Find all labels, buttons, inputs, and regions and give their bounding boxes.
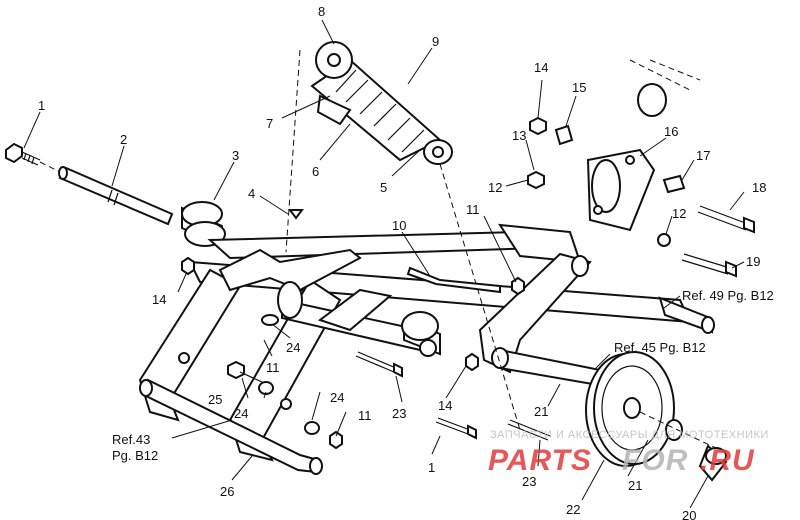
callout-16: 16 bbox=[664, 124, 678, 139]
ref-49: Ref. 49 Pg. B12 bbox=[682, 288, 774, 303]
callout-14-top: 14 bbox=[534, 60, 548, 75]
watermark: ЗАПЧАСТИ И АКСЕССУАРЫ ДЛЯ МОТОТЕХНИКИ PA… bbox=[488, 429, 769, 477]
callout-18: 18 bbox=[752, 180, 766, 195]
axis-line-top bbox=[39, 161, 61, 173]
callout-6: 6 bbox=[312, 164, 319, 179]
callout-20: 20 bbox=[682, 508, 696, 520]
bracket-16 bbox=[586, 148, 656, 232]
callout-13: 13 bbox=[512, 128, 526, 143]
washer-12 bbox=[657, 233, 671, 247]
callout-11-mid: 11 bbox=[266, 360, 280, 375]
callout-7: 7 bbox=[266, 116, 273, 131]
callout-24-right: 24 bbox=[330, 390, 344, 405]
callout-11-low: 11 bbox=[358, 408, 372, 423]
callout-14-left: 14 bbox=[152, 292, 166, 307]
axis-line-shock-right bbox=[439, 163, 521, 431]
callout-1-top: 1 bbox=[38, 98, 45, 113]
callout-4: 4 bbox=[248, 186, 255, 201]
callout-10: 10 bbox=[392, 218, 406, 233]
center-bracket bbox=[218, 248, 421, 352]
bushing-15 bbox=[554, 124, 574, 146]
callout-14-low: 14 bbox=[438, 398, 452, 413]
axis-line-wheel bbox=[639, 411, 721, 451]
callout-19: 19 bbox=[746, 254, 760, 269]
bolt-1-top bbox=[5, 142, 41, 166]
ref-43-line1: Ref.43 bbox=[112, 432, 150, 447]
callout-5: 5 bbox=[380, 180, 387, 195]
nuts-and-washers bbox=[181, 209, 525, 450]
bolt-19 bbox=[681, 253, 737, 278]
callout-11-top: 11 bbox=[466, 202, 480, 217]
watermark-brand-parts: PARTS bbox=[488, 444, 592, 477]
callout-labels: 1 2 3 4 5 6 7 8 9 10 11 11 11 12 12 13 1… bbox=[38, 4, 766, 520]
washer-21 bbox=[665, 419, 683, 441]
bolt-18 bbox=[697, 205, 755, 234]
callout-17: 17 bbox=[696, 148, 710, 163]
callout-12-right: 12 bbox=[672, 206, 686, 221]
callout-2: 2 bbox=[120, 132, 127, 147]
callout-12-left: 12 bbox=[488, 180, 502, 195]
frame-stub bbox=[637, 83, 667, 117]
callout-25: 25 bbox=[208, 392, 222, 407]
callout-24-left: 24 bbox=[234, 406, 248, 421]
bolt-23-left bbox=[355, 351, 403, 378]
bolt-1-bottom bbox=[435, 417, 477, 440]
axis-line-shock-left bbox=[285, 49, 301, 253]
bushing-17 bbox=[662, 174, 686, 194]
ref-43-line2: Pg. B12 bbox=[112, 448, 158, 463]
nut-13-14 bbox=[527, 116, 547, 190]
shaft-2 bbox=[58, 166, 174, 226]
leader-lines bbox=[23, 19, 745, 509]
spacer-sleeve bbox=[401, 311, 441, 357]
ref-45: Ref. 45 Pg. B12 bbox=[614, 340, 706, 355]
watermark-tagline: ЗАПЧАСТИ И АКСЕССУАРЫ ДЛЯ МОТОТЕХНИКИ bbox=[490, 429, 769, 441]
wheel-22 bbox=[585, 351, 675, 467]
callout-23-right: 23 bbox=[522, 474, 536, 489]
bolt-23-right bbox=[507, 419, 551, 441]
reference-notes: Ref. 49 Pg. B12 Ref. 45 Pg. B12 Ref.43 P… bbox=[112, 288, 774, 463]
callout-21-low: 21 bbox=[628, 478, 642, 493]
right-arm bbox=[478, 252, 606, 388]
callout-9: 9 bbox=[432, 34, 439, 49]
callout-8: 8 bbox=[318, 4, 325, 19]
upper-crossbar bbox=[207, 223, 582, 264]
callout-23-left: 23 bbox=[392, 406, 406, 421]
callout-15: 15 bbox=[572, 80, 586, 95]
callout-21-mid: 21 bbox=[534, 404, 548, 419]
watermark-brand-for: FOR bbox=[622, 444, 688, 477]
callout-22: 22 bbox=[566, 502, 580, 517]
callout-1-bottom: 1 bbox=[428, 460, 435, 475]
callout-3: 3 bbox=[232, 148, 239, 163]
bolt-25 bbox=[227, 360, 263, 383]
axis-line-frame bbox=[629, 59, 701, 91]
callout-24-mid: 24 bbox=[286, 340, 300, 355]
watermark-brand-tld: .RU bbox=[700, 444, 755, 477]
shock-absorber bbox=[310, 41, 453, 165]
callout-26: 26 bbox=[220, 484, 234, 499]
